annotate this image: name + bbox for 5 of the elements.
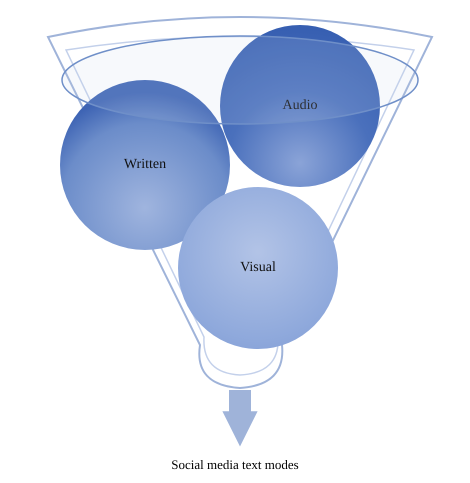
circle-label: Audio [282,98,318,114]
circle-label: Visual [240,260,276,276]
circle-label: Written [124,157,166,173]
arrow [222,390,258,446]
caption-text: Social media text modes [95,457,375,479]
